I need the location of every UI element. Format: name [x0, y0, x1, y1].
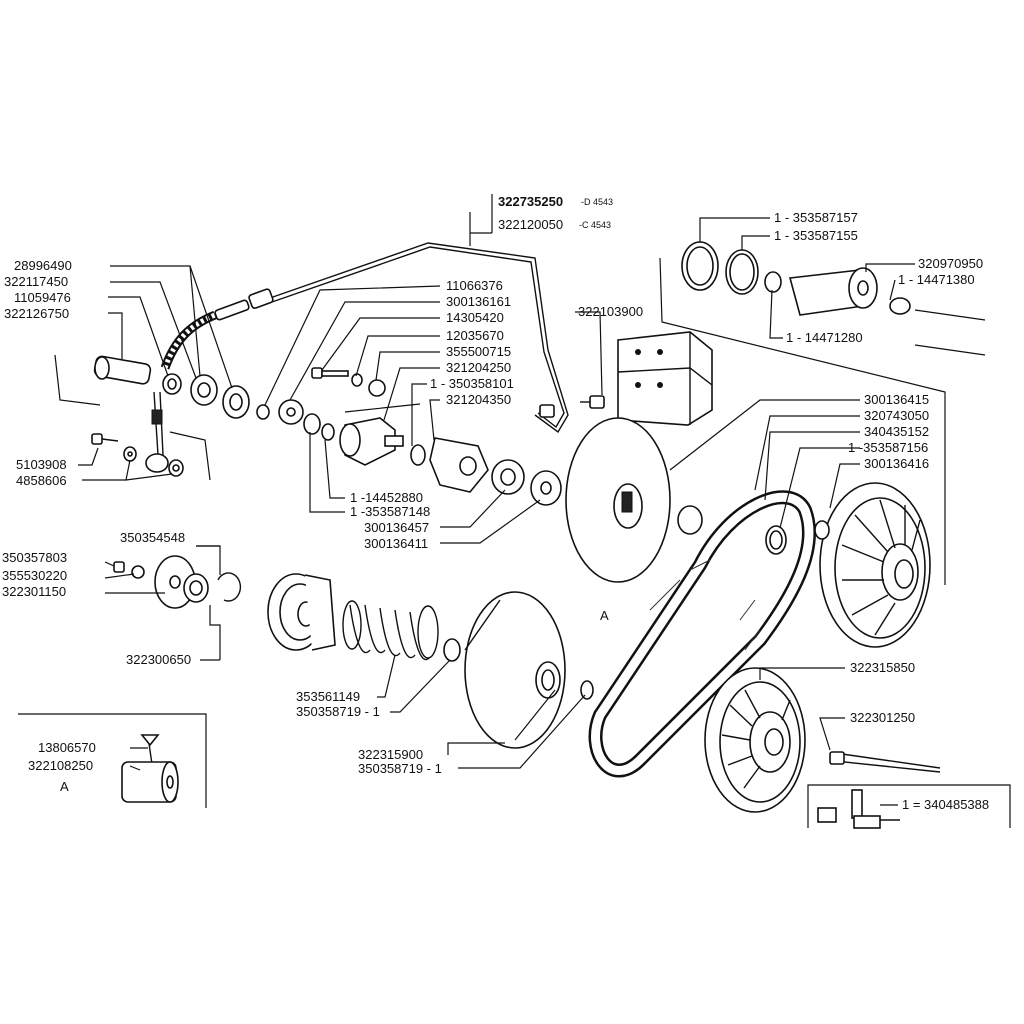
label-13806570: 13806570 [38, 740, 96, 755]
label-350354548: 350354548 [120, 530, 185, 545]
label-353587157: 1 - 353587157 [774, 210, 858, 225]
label-300136457: 300136457 [364, 520, 429, 535]
ref-a-marker: A [600, 608, 609, 623]
label-322315850: 322315850 [850, 660, 915, 675]
inset-kit-box [807, 784, 1011, 829]
label-353587156: 1 -353587156 [848, 440, 928, 455]
label-12035670: 12035670 [446, 328, 504, 343]
shaft-rod [829, 751, 941, 773]
label-300136161: 300136161 [446, 294, 511, 309]
label-14471280: 1 - 14471280 [786, 330, 863, 345]
header-alt-part: 322120050 [498, 217, 563, 232]
label-340485388: 1 = 340485388 [902, 797, 989, 812]
bottom-fan-pulley [704, 667, 806, 813]
top-right-block-assembly [617, 241, 986, 585]
label-321204250: 321204250 [446, 360, 511, 375]
header-alt-suffix: -C 4543 [579, 220, 611, 230]
label-322300650: 322300650 [126, 652, 191, 667]
label-14452880: 1 -14452880 [350, 490, 423, 505]
label-14471380: 1 - 14471380 [898, 272, 975, 287]
label-28996490: 28996490 [14, 258, 72, 273]
label-350357803: 350357803 [2, 550, 67, 565]
header-main-part: 322735250 [498, 194, 563, 209]
label-300136416: 300136416 [864, 456, 929, 471]
header-main-suffix: -D 4543 [581, 197, 613, 207]
label-322301250: 322301250 [850, 710, 915, 725]
label-322301150: 322301150 [2, 584, 66, 599]
label-11059476: 11059476 [14, 290, 71, 305]
label-5103908: 5103908 [16, 457, 67, 472]
left-lever-assembly [54, 310, 250, 481]
label-355530220: 355530220 [2, 568, 67, 583]
front-disc-pulley [565, 417, 703, 583]
inset-detail-a [18, 713, 207, 808]
label-320970950: 320970950 [918, 256, 983, 271]
label-340435152: 340435152 [864, 424, 929, 439]
label-355500715: 355500715 [446, 344, 511, 359]
header-bracket: 322735250 -D 4543 322120050 -C 4543 [469, 194, 613, 246]
label-353587155: 1 - 353587155 [774, 228, 858, 243]
mid-left-clutch-parts [113, 545, 242, 660]
label-300136411: 300136411 [364, 536, 428, 551]
label-320743050: 320743050 [864, 408, 929, 423]
central-hub-assembly [256, 367, 562, 506]
label-300136415: 300136415 [864, 392, 929, 407]
label-322103900: 322103900 [578, 304, 643, 319]
cable-assembly [214, 242, 569, 434]
screw-part [580, 395, 605, 409]
rear-disc-pulley [464, 591, 594, 749]
clutch-bell-spring [267, 573, 461, 662]
coil-spring [342, 600, 439, 661]
part-labels: 28996490 322117450 11059476 322126750 51… [2, 210, 989, 812]
label-353561149: 353561149 [296, 689, 360, 704]
label-14305420: 14305420 [446, 310, 504, 325]
drive-belt [588, 490, 816, 778]
label-350358719-b: 350358719 - 1 [358, 761, 442, 776]
label-322126750: 322126750 [4, 306, 69, 321]
label-350358719-a: 350358719 - 1 [296, 704, 380, 719]
label-322315900: 322315900 [358, 747, 423, 762]
label-321204350: 321204350 [446, 392, 511, 407]
label-11066376: 11066376 [446, 278, 503, 293]
right-fan-pulley [814, 482, 931, 648]
label-350358101: 1 - 350358101 [430, 376, 514, 391]
label-322117450: 322117450 [4, 274, 68, 289]
leader-lines [78, 217, 915, 806]
label-353587148: 1 -353587148 [350, 504, 430, 519]
label-4858606: 4858606 [16, 473, 67, 488]
inset-ref-a: A [60, 779, 69, 794]
label-322108250: 322108250 [28, 758, 93, 773]
